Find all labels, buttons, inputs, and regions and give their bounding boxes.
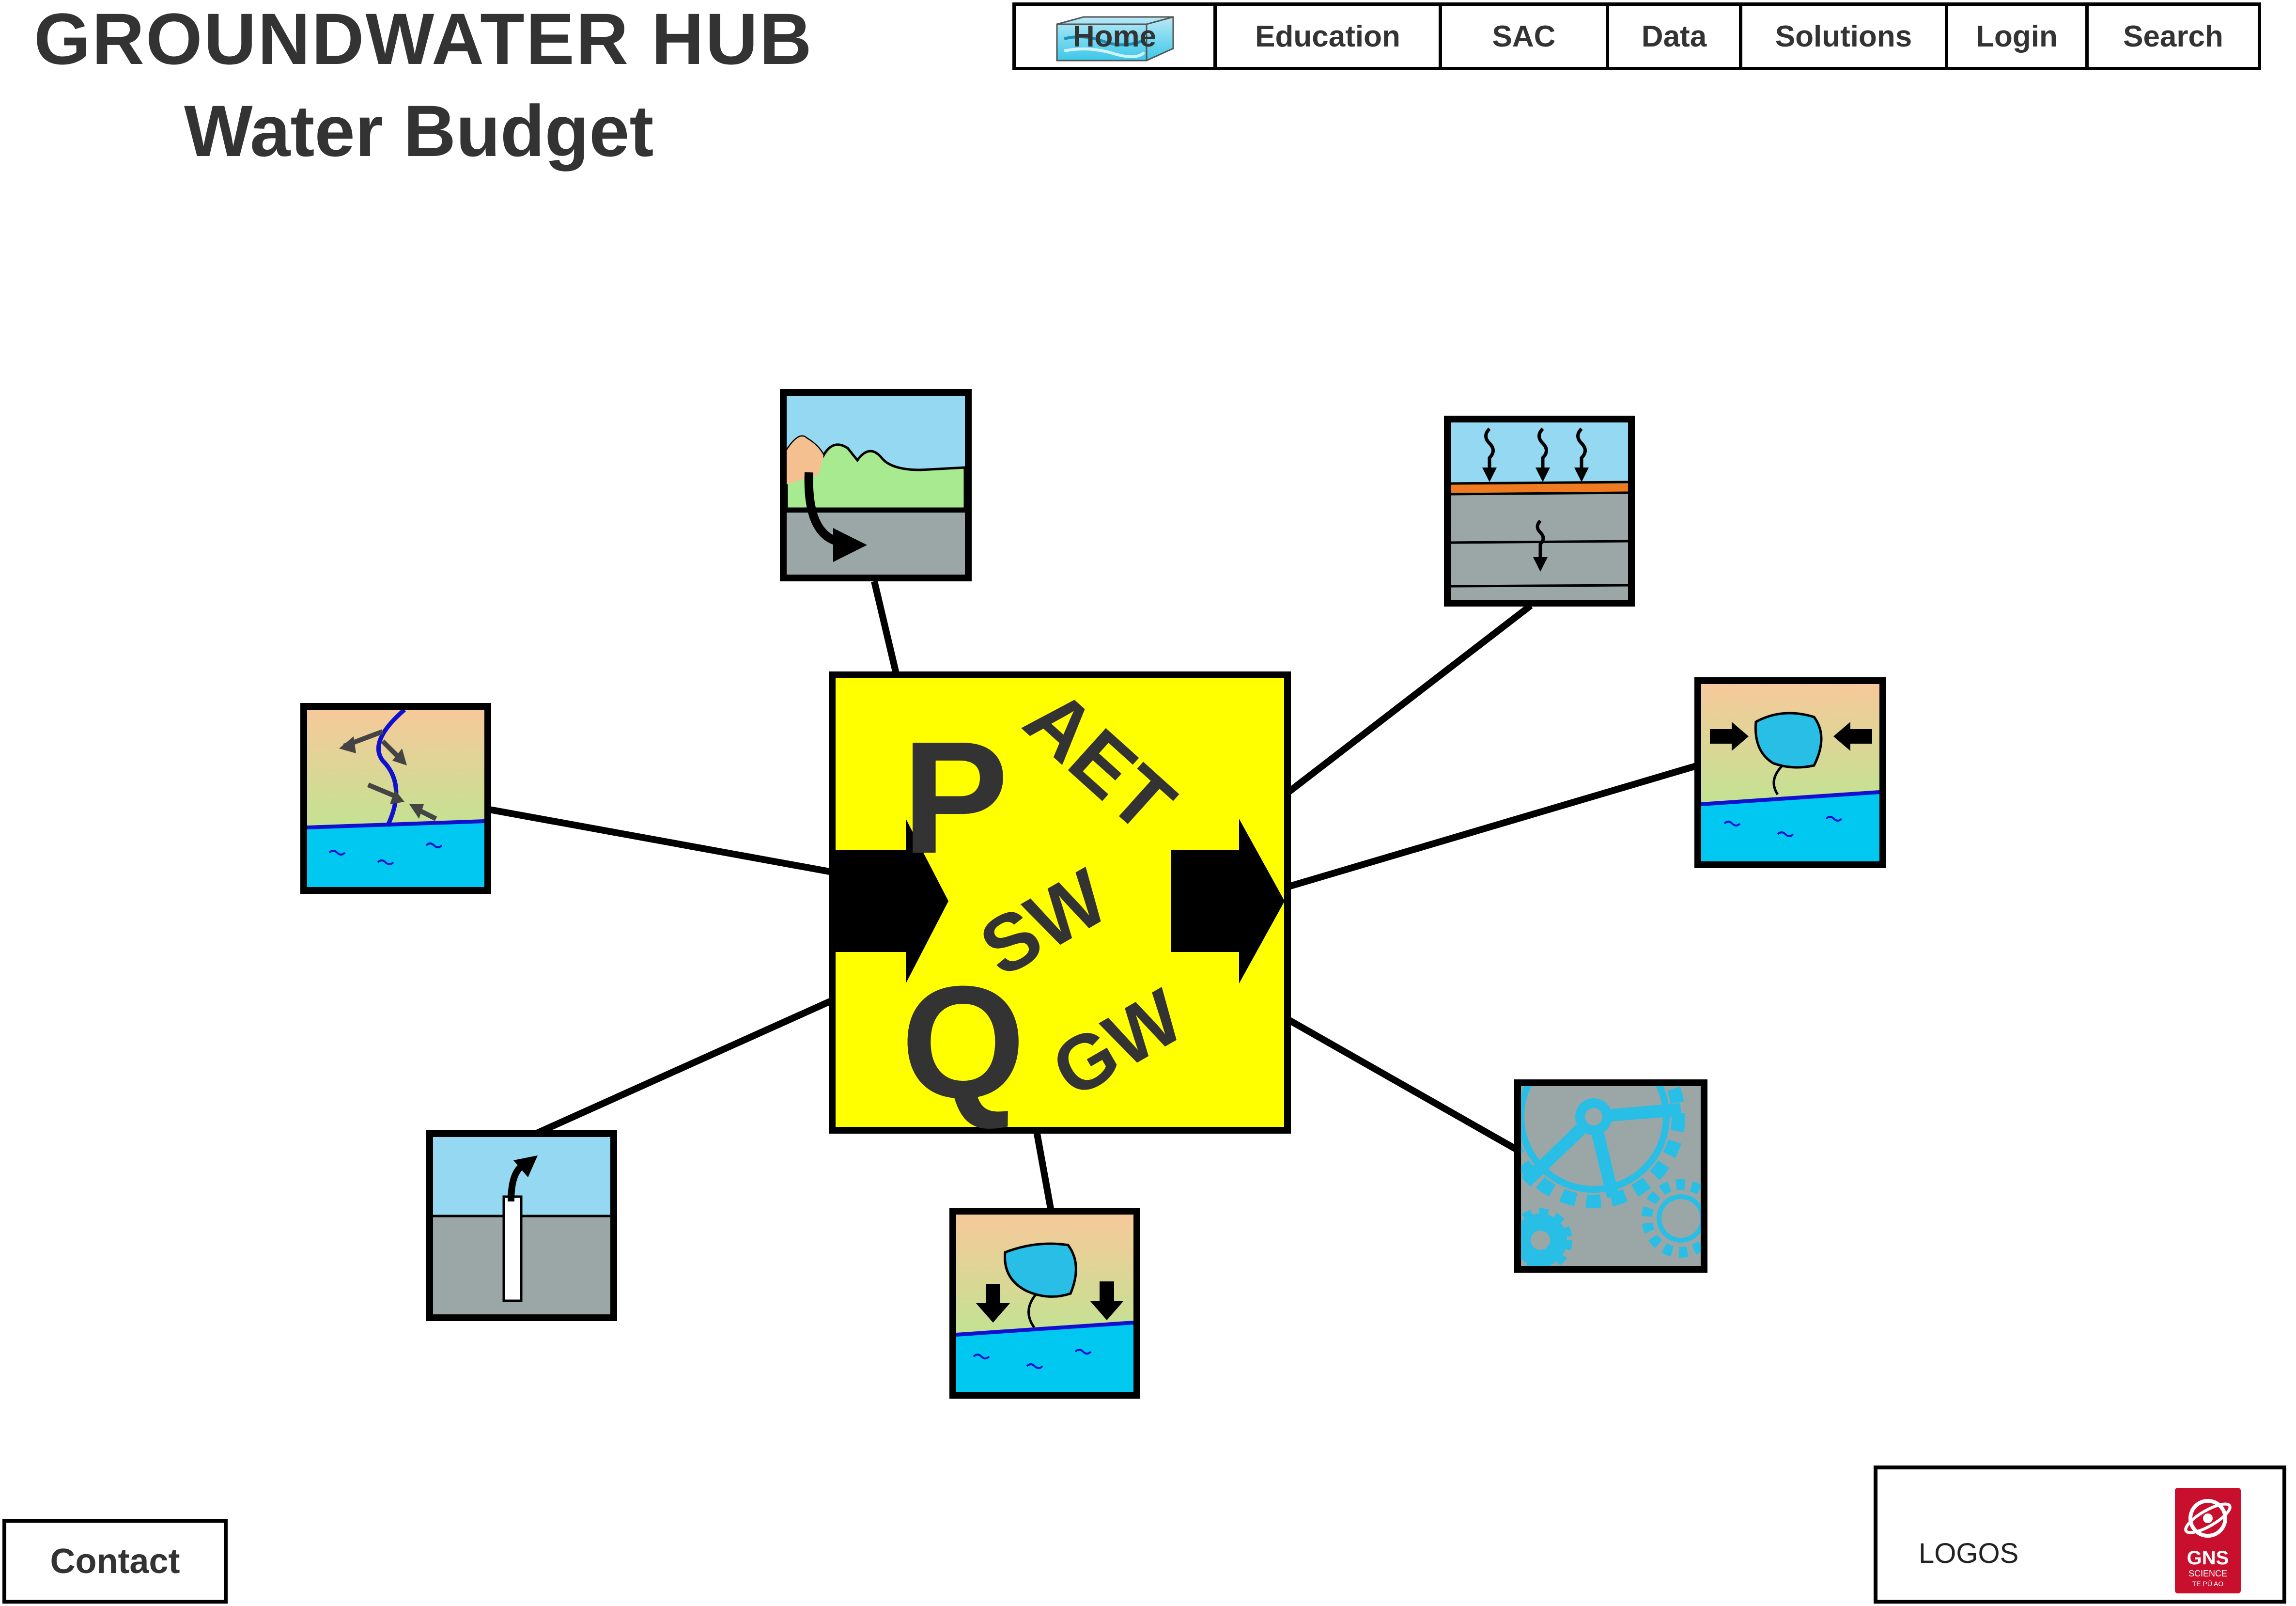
nav-education[interactable]: Education [1217,6,1442,67]
main-nav: Home Education SAC Data Solutions Login … [1012,2,2261,70]
connector-line [1286,603,1533,795]
connector-line [1288,762,1699,890]
nav-search[interactable]: Search [2089,6,2258,67]
nav-login-label: Login [1976,19,2058,53]
nav-solutions[interactable]: Solutions [1742,6,1948,67]
site-title: GROUNDWATER HUB [34,0,813,79]
nav-home[interactable]: Home [1016,6,1217,67]
nav-search-label: Search [2123,19,2223,53]
nav-sac-label: SAC [1492,19,1556,53]
stream-exchange-tile[interactable] [300,703,491,894]
lake-seepage-tile[interactable] [949,1208,1140,1399]
nav-data[interactable]: Data [1609,6,1742,67]
well-abstraction-tile[interactable] [426,1130,617,1321]
connector-lines [486,580,1699,1212]
budget-box[interactable]: P AET SW Q GW [829,671,1291,1134]
contact-button[interactable]: Contact [2,1519,228,1604]
gns-logo-tagline: TE PŪ AO [2192,1580,2224,1588]
connector-line [1287,1016,1520,1154]
nav-sac[interactable]: SAC [1442,6,1609,67]
gns-science-logo[interactable]: GNS SCIENCE TE PŪ AO [2174,1487,2242,1594]
symbol-q: Q [901,952,1025,1131]
outflow-arrow-icon [1171,819,1285,983]
logos-panel: LOGOS GNS SCIENCE TE PŪ AO [1874,1466,2286,1604]
connector-line [529,997,834,1139]
connector-line [486,806,833,875]
lake-inflow-tile[interactable] [1694,677,1886,868]
nav-data-label: Data [1641,19,1707,53]
nav-login[interactable]: Login [1948,6,2089,67]
logos-label: LOGOS [1919,1538,2019,1569]
rainfall-infiltration-tile[interactable] [1444,416,1635,607]
symbol-p: P [902,708,1008,887]
connector-line [871,580,900,674]
nav-home-label: Home [1072,19,1157,53]
model-gears-tile[interactable] [1509,1032,1715,1273]
gns-logo-subtext: SCIENCE [2188,1569,2227,1578]
nav-education-label: Education [1255,19,1400,53]
gns-logo-text: GNS [2187,1547,2229,1569]
recharge-from-hills-tile[interactable] [780,389,972,581]
page-title: Water Budget [184,90,654,172]
inflow-arrow-icon [832,819,948,983]
aquifer-block-icon [1056,16,1174,62]
connector-line [1033,1130,1055,1212]
nav-solutions-label: Solutions [1775,19,1912,53]
